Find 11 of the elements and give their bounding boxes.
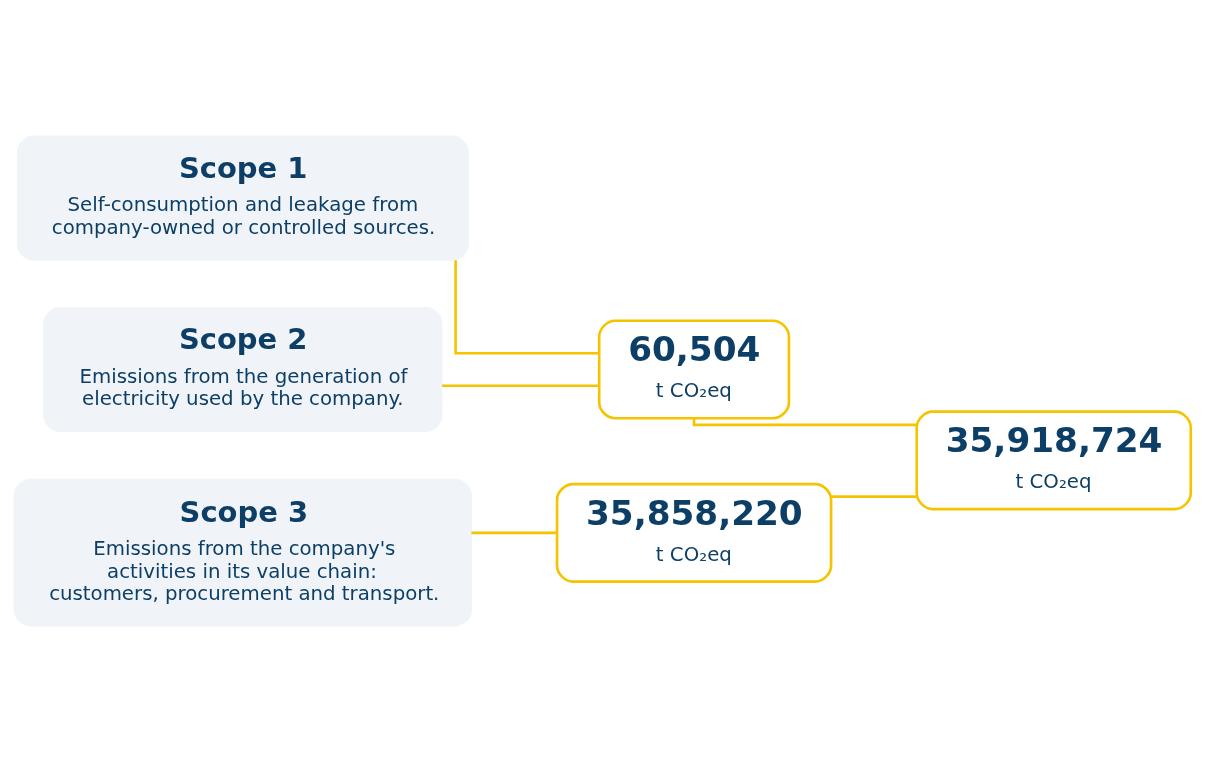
connector <box>831 495 917 498</box>
node-box: Scope 3 Emissions from the company's activities in its value chain: customers, procurement and transport. <box>13 478 473 627</box>
node-box: Scope 1 Self-consumption and leakage from company-owned or controlled sources. <box>16 135 469 261</box>
connector <box>442 384 599 388</box>
connector <box>454 260 600 355</box>
node-box: 60,504 t CO₂eq <box>597 319 791 420</box>
node-box: Scope 2 Emissions from the generation of electricity used by the company. <box>43 306 443 433</box>
connector <box>471 531 558 535</box>
node-box: 35,918,724 t CO₂eq <box>915 410 1193 511</box>
connector <box>692 418 917 427</box>
node-box: 35,858,220 t CO₂eq <box>555 482 833 583</box>
